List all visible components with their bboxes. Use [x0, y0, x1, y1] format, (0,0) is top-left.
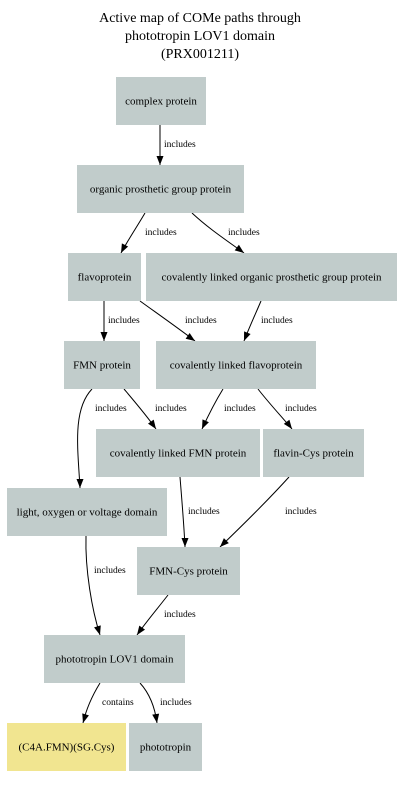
- edge-fmn-to-lov: includes: [76, 388, 127, 489]
- arrowhead-icon: [94, 625, 101, 635]
- edge-line: [179, 476, 186, 548]
- node-box[interactable]: [7, 488, 167, 536]
- node-box[interactable]: [137, 547, 240, 595]
- node-lov[interactable]: light, oxygen or voltage domain: [7, 488, 167, 536]
- edge-organic-to-covorg: includes: [191, 212, 260, 254]
- edge-covorg-to-covflavo: includes: [243, 300, 293, 342]
- arrowhead-icon: [220, 538, 229, 547]
- node-label: covalently linked organic prosthetic gro…: [161, 272, 382, 284]
- node-box[interactable]: [116, 77, 206, 125]
- node-complex[interactable]: complex protein: [116, 77, 206, 125]
- node-label: phototropin: [140, 742, 192, 754]
- node-box[interactable]: [146, 253, 397, 301]
- arrowhead-icon: [121, 243, 129, 253]
- edge-covfmn-to-fmncys: includes: [179, 476, 220, 548]
- node-box[interactable]: [44, 635, 185, 683]
- edge-label: includes: [94, 566, 126, 576]
- arrowhead-icon: [82, 713, 89, 723]
- node-covfmn[interactable]: covalently linked FMN protein: [96, 429, 260, 477]
- edge-flavo-to-covflavo: includes: [139, 300, 217, 342]
- node-label: organic prosthetic group protein: [90, 184, 232, 196]
- title-line-2: phototropin LOV1 domain: [125, 29, 275, 44]
- edge-lov1-to-c4a: contains: [82, 682, 134, 724]
- node-covorg[interactable]: covalently linked organic prosthetic gro…: [146, 253, 397, 301]
- node-label: covalently linked FMN protein: [110, 448, 247, 460]
- edge-label: includes: [185, 316, 217, 326]
- arrowhead-icon: [185, 332, 195, 341]
- edge-flavcys-to-fmncys: includes: [219, 476, 317, 548]
- node-covflavo[interactable]: covalently linked flavoprotein: [156, 341, 316, 389]
- node-label: FMN-Cys protein: [149, 566, 228, 578]
- edge-label: includes: [285, 507, 317, 517]
- node-lov1[interactable]: phototropin LOV1 domain: [44, 635, 185, 683]
- edge-complex-to-organic: includes: [156, 125, 196, 165]
- arrowhead-icon: [100, 332, 108, 341]
- edge-label: includes: [228, 228, 260, 238]
- node-label: (C4A.FMN)(SG.Cys): [19, 742, 115, 754]
- node-label: phototropin LOV1 domain: [56, 654, 174, 666]
- edge-label: includes: [285, 404, 317, 414]
- edge-label: includes: [108, 316, 140, 326]
- node-flavcys[interactable]: flavin-Cys protein: [263, 429, 364, 477]
- node-flavo[interactable]: flavoprotein: [68, 253, 141, 301]
- node-label: flavin-Cys protein: [273, 448, 354, 460]
- node-box[interactable]: [68, 253, 141, 301]
- node-c4a[interactable]: (C4A.FMN)(SG.Cys): [7, 723, 126, 771]
- edge-label: includes: [145, 228, 177, 238]
- edge-fmncys-to-lov1: includes: [136, 594, 196, 636]
- node-label: light, oxygen or voltage domain: [17, 507, 158, 519]
- edge-fmn-to-covfmn: includes: [123, 388, 187, 430]
- edge-label: includes: [164, 140, 196, 150]
- arrowhead-icon: [181, 538, 189, 547]
- edge-label: includes: [164, 610, 196, 620]
- edge-organic-to-flavo: includes: [120, 212, 177, 254]
- arrowhead-icon: [152, 713, 160, 723]
- arrowhead-icon: [156, 156, 164, 165]
- node-label: covalently linked flavoprotein: [170, 360, 303, 372]
- edge-line: [219, 476, 290, 548]
- edge-covflavo-to-covfmn: includes: [201, 388, 256, 430]
- edge-label: includes: [95, 404, 127, 414]
- arrowhead-icon: [202, 419, 209, 429]
- node-fmn[interactable]: FMN protein: [64, 341, 140, 389]
- arrowhead-icon: [244, 331, 251, 341]
- nodes-layer: complex protein organic prosthetic group …: [7, 77, 397, 771]
- title-line-1: Active map of COMe paths through: [99, 11, 301, 26]
- node-box[interactable]: [77, 165, 244, 213]
- edge-flavo-to-fmn: includes: [100, 301, 140, 341]
- edge-covflavo-to-flavcys: includes: [257, 388, 317, 430]
- edge-lov1-to-photo: includes: [139, 682, 192, 724]
- arrowhead-icon: [137, 625, 146, 635]
- arrowhead-icon: [234, 244, 244, 253]
- node-fmncys[interactable]: FMN-Cys protein: [137, 547, 240, 595]
- node-box[interactable]: [129, 723, 202, 771]
- node-organic[interactable]: organic prosthetic group protein: [77, 165, 244, 213]
- node-box[interactable]: [96, 429, 260, 477]
- edge-label: contains: [102, 698, 134, 708]
- arrowhead-icon: [283, 419, 292, 429]
- edge-label: includes: [155, 404, 187, 414]
- edge-label: includes: [261, 316, 293, 326]
- node-label: FMN protein: [73, 360, 131, 372]
- edge-lov-to-lov1: includes: [85, 535, 126, 636]
- edge-label: includes: [224, 404, 256, 414]
- edge-line: [77, 388, 93, 489]
- node-box[interactable]: [156, 341, 316, 389]
- arrowhead-icon: [76, 479, 84, 488]
- node-label: complex protein: [125, 96, 197, 108]
- node-box[interactable]: [7, 723, 126, 771]
- node-box[interactable]: [263, 429, 364, 477]
- edge-label: includes: [160, 698, 192, 708]
- edge-line: [85, 535, 101, 636]
- title-line-3: (PRX001211): [161, 47, 239, 62]
- node-box[interactable]: [64, 341, 140, 389]
- edges-layer: includes includes includes includes includes…: [76, 125, 317, 724]
- edge-label: includes: [188, 507, 220, 517]
- arrowhead-icon: [147, 419, 156, 429]
- node-label: flavoprotein: [78, 272, 132, 284]
- node-photo[interactable]: phototropin: [129, 723, 202, 771]
